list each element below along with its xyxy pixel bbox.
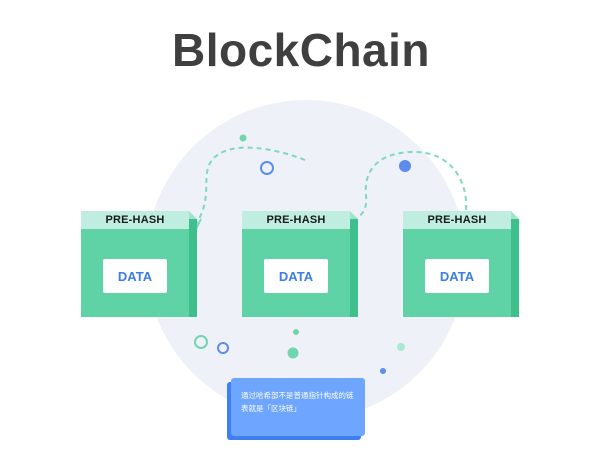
dot-small-green-top [239,134,247,142]
block-1-side-top [189,211,197,219]
dot-small-green-mid [293,329,299,335]
block-2: PRE-HASH DATA [242,211,358,317]
block-2-side-top [350,211,358,219]
dot-small-blue-bottom [380,368,386,374]
dot-light-green-right [397,343,405,351]
block-3: PRE-HASH DATA [403,211,519,317]
ring-dot-bottom-green [194,335,208,349]
block-2-pre-hash-label: PRE-HASH [242,211,350,229]
block-1-side [189,219,197,317]
block-3-side [511,219,519,317]
link-arrow-block2-to-block1 [195,146,306,225]
page-title: BlockChain [171,24,431,76]
ring-dot-top-left [260,161,274,175]
block-3-side-top [511,211,519,219]
block-1: PRE-HASH DATA [81,211,197,317]
block-2-data-label: DATA [264,259,328,293]
block-1-pre-hash-label: PRE-HASH [81,211,189,229]
block-2-side [350,219,358,317]
block-3-data-label: DATA [425,259,489,293]
dot-green-bottom [287,347,299,359]
block-3-pre-hash-label: PRE-HASH [403,211,511,229]
caption-note: 通过哈希部不是普通指针构成的链表就是「区块链」 [231,378,365,436]
ring-dot-bottom-blue [217,342,229,354]
link-arrow-block3-to-block2 [345,150,468,223]
block-1-data-label: DATA [103,259,167,293]
dot-blue-top-right [399,160,411,172]
